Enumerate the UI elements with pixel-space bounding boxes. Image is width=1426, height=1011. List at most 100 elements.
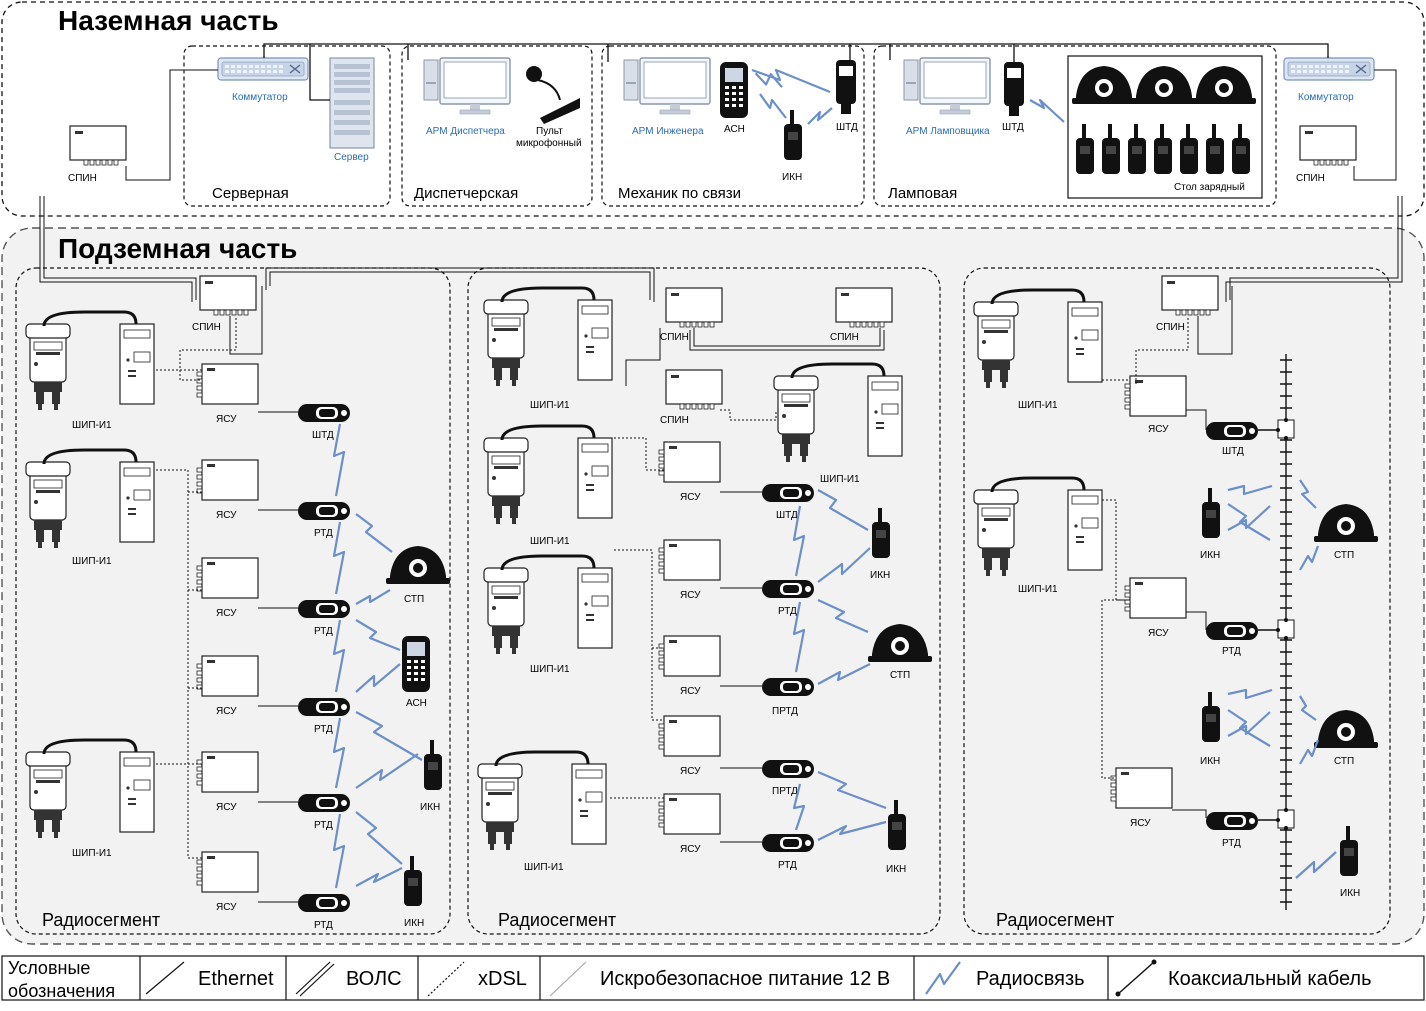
coax-line-icon: [1115, 959, 1157, 997]
rtd-device-icon: [298, 600, 350, 618]
surface-zone: Наземная часть Серверная Коммутатор Серв…: [1, 1, 1425, 217]
ikn-label-top: ИКН: [782, 172, 802, 183]
rtd-label: РТД: [778, 606, 797, 617]
xdsl-link: [1135, 318, 1189, 384]
yasu-label: ЯСУ: [1148, 628, 1169, 639]
ethernet-link: [1186, 409, 1207, 430]
pc-icon: [623, 57, 711, 115]
fiber-link: [1353, 69, 1397, 181]
ikn-label-seg2b: ИКН: [886, 864, 906, 875]
legend-fiber: ВОЛС: [346, 968, 402, 990]
rtd-label: РТД: [1222, 838, 1241, 849]
surface-title: Наземная часть: [58, 5, 279, 36]
underground-zone: Подземная часть Радиосегмент СПИН ШИП-И1…: [1, 196, 1425, 945]
shtd-device-icon: [1004, 62, 1024, 116]
microphone-icon: [526, 66, 580, 124]
pc-icon: [903, 57, 991, 115]
yasu-device-icon: [658, 715, 721, 757]
ship-label-seg2e: ШИП-И1: [820, 474, 860, 485]
power-line-icon: [549, 961, 587, 997]
dispatch-room: [401, 45, 593, 207]
switch-icon: [1283, 57, 1375, 81]
ship-label-seg2c: ШИП-И1: [530, 664, 570, 675]
yasu-device-icon: [1124, 577, 1187, 619]
spin-device-icon: [665, 369, 723, 410]
rtd-label: РТД: [314, 820, 333, 831]
ship-label-seg3b: ШИП-И1: [1018, 584, 1058, 595]
ikn-label-seg2a: ИКН: [870, 570, 890, 581]
shtd-device-icon: [836, 60, 856, 114]
ikn-label-seg3b: ИКН: [1200, 756, 1220, 767]
fiber-link: [229, 286, 263, 355]
rtd-label: РТД: [314, 626, 333, 637]
ikn-device-icon: [784, 110, 802, 160]
radiosegment-3: [963, 267, 1391, 935]
lamp-room-label: Ламповая: [888, 185, 957, 202]
xdsl-link: [156, 469, 202, 859]
fiber-link: [625, 328, 661, 386]
spin-device-icon: [835, 287, 893, 328]
stp-label-seg1: СТП: [404, 594, 424, 605]
server-label: Сервер: [334, 152, 369, 163]
server-room: [183, 45, 391, 207]
xdsl-link: [1101, 599, 1130, 779]
yasu-device-icon: [1124, 375, 1187, 417]
legend-xdsl: xDSL: [478, 968, 527, 990]
fiber-line-icon: [295, 961, 331, 995]
ship-label-seg2a: ШИП-И1: [530, 400, 570, 411]
yasu-device-icon: [196, 851, 259, 893]
legend-coax: Коаксиальный кабель: [1168, 968, 1372, 990]
prtd-device-icon: [762, 760, 814, 778]
spin-label-seg2a: СПИН: [660, 332, 689, 343]
yasu-device-icon: [658, 539, 721, 581]
legend: Условные обозначения Ethernet ВОЛС xDSL …: [1, 955, 1425, 1001]
fiber-link: [269, 271, 651, 300]
mic-label-1: Пульт: [536, 126, 563, 137]
spin-device-icon: [199, 275, 257, 316]
yasu-label: ЯСУ: [680, 844, 701, 855]
radio-link-icon: [807, 107, 833, 125]
fiber-link: [1197, 286, 1233, 355]
asn-label-seg1: АСН: [406, 698, 427, 709]
spin-device-icon: [1299, 125, 1357, 166]
server-room-label: Серверная: [212, 185, 289, 202]
shtd-device-icon: [1206, 422, 1258, 440]
mechanic-room-label: Механик по связи: [618, 185, 741, 202]
ship-label-seg1c: ШИП-И1: [72, 848, 112, 859]
prtd-device-icon: [762, 678, 814, 696]
shtd-label-top: ШТД: [836, 122, 858, 133]
lamp-room: [873, 45, 1277, 207]
rtd-device-icon: [298, 794, 350, 812]
server-icon: [329, 57, 375, 149]
fiber-link: [265, 267, 655, 302]
rtd-label: РТД: [314, 920, 333, 931]
xdsl-link: [614, 437, 664, 471]
rtd-device-icon: [1206, 622, 1258, 640]
arm-dispatcher-label: АРМ Диспетчера: [426, 126, 505, 137]
legend-title-2: обозначения: [8, 981, 115, 1001]
fiber-link: [1225, 196, 1403, 302]
ethernet-link: [1172, 809, 1207, 818]
rtd-device-icon: [298, 894, 350, 912]
radio-zigzag-icon: [925, 961, 961, 995]
yasu-label: ЯСУ: [680, 492, 701, 503]
mic-label-2: микрофонный: [516, 137, 582, 149]
ikn-label-seg3c: ИКН: [1340, 888, 1360, 899]
shtd-label-seg1: ШТД: [312, 430, 334, 441]
spin-device-icon: [665, 287, 723, 328]
asn-device-icon: [402, 636, 430, 692]
shtd-label-lamp: ШТД: [1002, 122, 1024, 133]
legend-ethernet: Ethernet: [198, 968, 274, 990]
coax-feeder: [1258, 354, 1295, 910]
stp-label-seg2: СТП: [890, 670, 910, 681]
rtd-device-icon: [1206, 812, 1258, 830]
ethernet-link: [1186, 611, 1207, 630]
radio-links-seg3: [1227, 479, 1337, 879]
spin-label-seg3: СПИН: [1156, 322, 1185, 333]
yasu-device-icon: [196, 557, 259, 599]
radio-link-icon: [759, 93, 787, 119]
ikn-label-seg1b: ИКН: [404, 918, 424, 929]
yasu-label: ЯСУ: [216, 706, 237, 717]
yasu-label: ЯСУ: [216, 510, 237, 521]
